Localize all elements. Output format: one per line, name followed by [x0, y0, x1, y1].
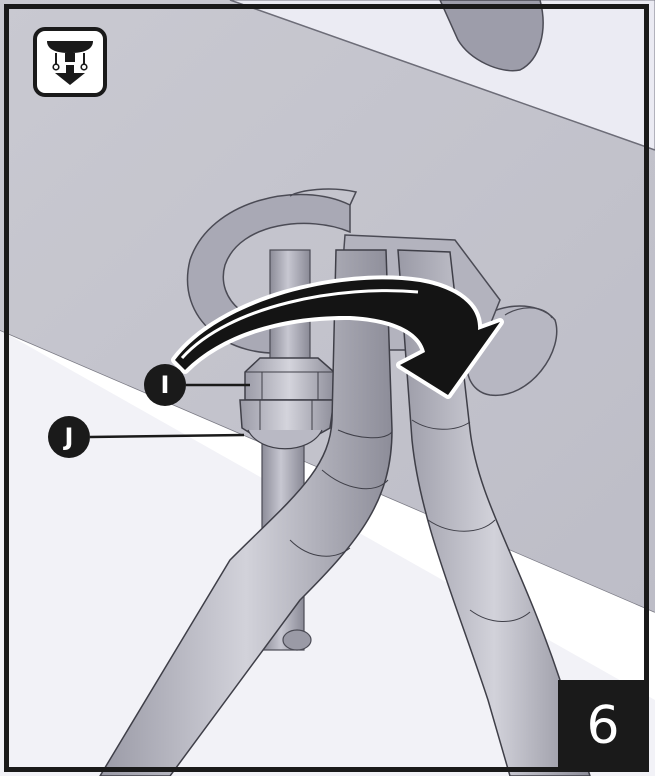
callout-i-label: I: [160, 371, 170, 399]
step-number-badge: 6: [558, 680, 648, 772]
nut-i: [244, 357, 335, 401]
leader-line-j: [89, 433, 245, 439]
callout-j-label: J: [64, 423, 74, 451]
callout-i: I: [144, 364, 186, 406]
callout-j: J: [48, 416, 90, 458]
counter-rotation-arrow-icon: [171, 275, 504, 399]
top-fitting: [439, 0, 544, 72]
dispenser-down-arrow-icon-overlay: [47, 41, 93, 85]
step-number: 6: [586, 696, 620, 756]
